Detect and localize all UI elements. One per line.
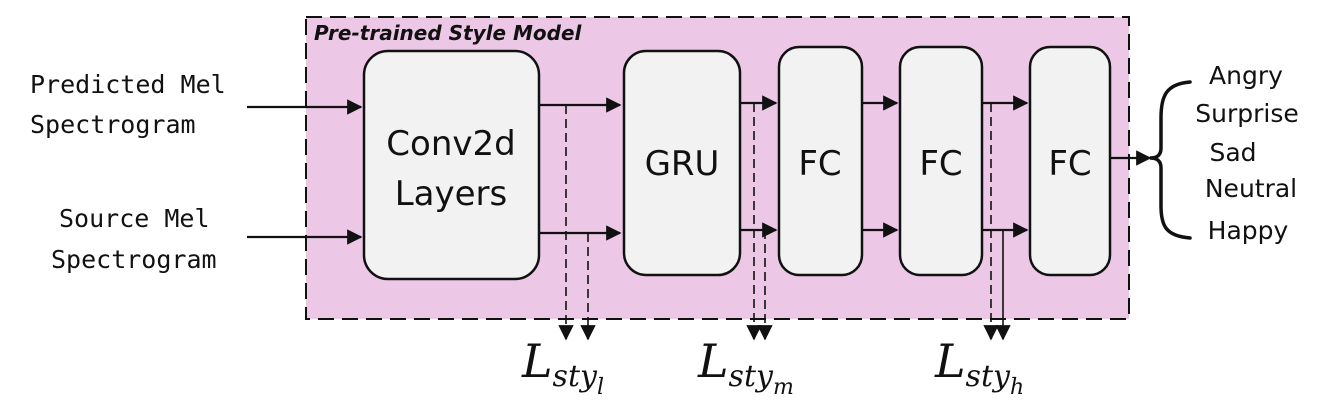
input-source-line1: Source Mel	[59, 204, 210, 233]
fc3-block	[1028, 45, 1112, 277]
input-source-line2: Spectrogram	[51, 245, 217, 274]
loss-label-mid: Lstym	[697, 334, 794, 400]
fc3-label: FC	[1048, 144, 1091, 184]
loss-mid-taps	[746, 103, 773, 341]
fc2-block	[898, 45, 984, 277]
input-predicted-line1: Predicted Mel	[30, 70, 226, 99]
output-label-sad: Sad	[1209, 138, 1256, 167]
loss-mid-main: L	[697, 334, 729, 388]
output-brace	[1149, 80, 1192, 240]
output-label-surprise: Surprise	[1195, 99, 1299, 128]
loss-low-main: L	[521, 334, 553, 388]
loss-high-sub: sty	[966, 359, 1011, 394]
loss-label-low: Lstyl	[521, 334, 604, 400]
output-label-happy: Happy	[1208, 216, 1289, 245]
conv2d-label-line1: Conv2d	[386, 124, 515, 164]
gru-block	[622, 49, 742, 277]
fc1-label: FC	[798, 144, 841, 184]
output-label-neutral: Neutral	[1205, 174, 1297, 203]
conv2d-label-line2: Layers	[395, 174, 508, 214]
conv2d-block	[362, 49, 541, 281]
loss-mid-sub: sty	[729, 359, 774, 394]
fc2-label: FC	[919, 144, 962, 184]
gru-label: GRU	[645, 144, 720, 184]
output-label-angry: Angry	[1209, 61, 1283, 90]
loss-high-subsub: h	[1010, 375, 1024, 400]
loss-high-taps	[983, 103, 1011, 341]
fc1-block	[777, 45, 864, 277]
loss-low-subsub: l	[597, 375, 604, 400]
loss-low-taps	[558, 105, 596, 341]
input-predicted-line2: Spectrogram	[30, 110, 196, 139]
loss-high-main: L	[934, 334, 966, 388]
panel-title: Pre-trained Style Model	[314, 21, 583, 45]
loss-mid-subsub: m	[773, 375, 794, 400]
loss-label-high: Lstyh	[934, 334, 1024, 400]
loss-low-sub: sty	[553, 359, 598, 394]
